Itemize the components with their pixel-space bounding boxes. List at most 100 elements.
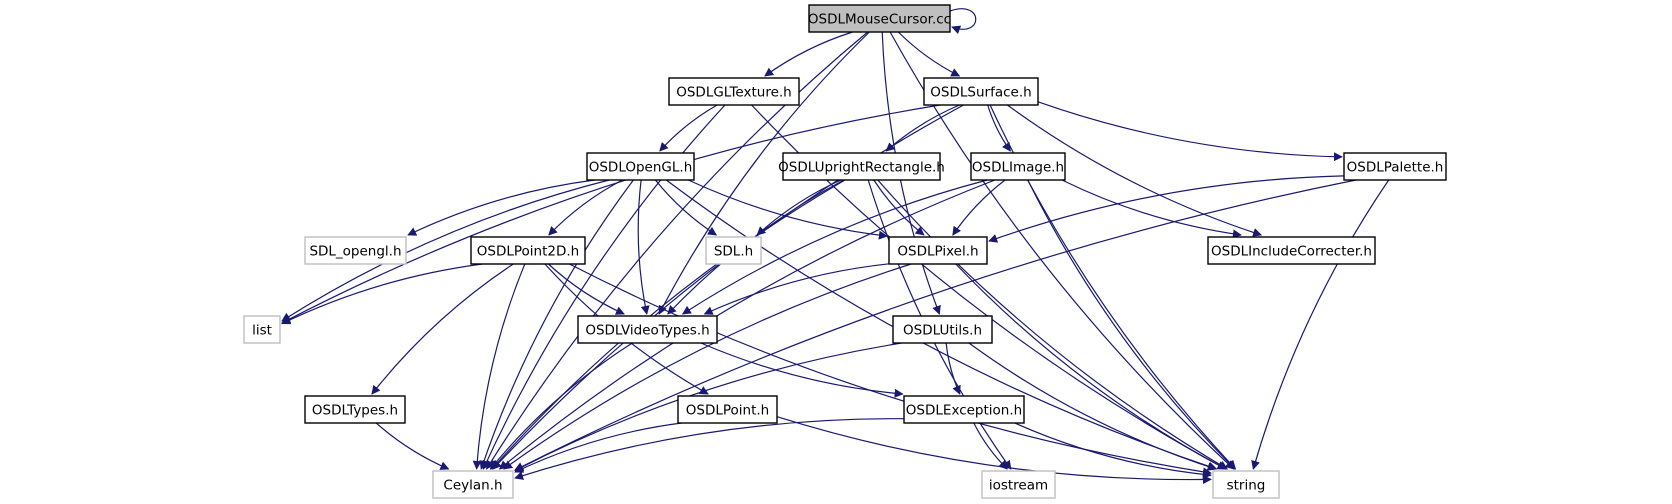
edge-upright-to-pixel xyxy=(873,179,925,236)
node-image[interactable]: OSDLImage.h xyxy=(970,152,1066,181)
node-label-sdlopengl: SDL_opengl.h xyxy=(309,244,401,260)
edge-upright-to-sdl xyxy=(756,179,842,236)
node-box-point2d[interactable] xyxy=(470,236,586,265)
edge-opengl-to-point2d xyxy=(548,179,623,236)
node-box-surface[interactable] xyxy=(923,77,1039,106)
node-sdlopengl: SDL_opengl.h xyxy=(304,236,407,265)
node-box-opengl[interactable] xyxy=(586,152,695,181)
edge-utils-to-ceylan xyxy=(514,342,902,472)
edge-upright-to-string xyxy=(877,179,1229,470)
node-box-palette[interactable] xyxy=(1343,152,1447,181)
node-types[interactable]: OSDLTypes.h xyxy=(304,395,406,424)
node-video[interactable]: OSDLVideoTypes.h xyxy=(577,315,718,344)
edge-palette-to-string xyxy=(1251,179,1390,470)
node-box-utils[interactable] xyxy=(892,315,993,344)
edge-image-to-pixel xyxy=(952,179,1006,236)
node-label-types: OSDLTypes.h xyxy=(312,403,398,419)
edge-gltex-to-opengl xyxy=(659,104,718,152)
node-box-types[interactable] xyxy=(304,395,406,424)
node-box-string xyxy=(1212,470,1280,499)
node-utils[interactable]: OSDLUtils.h xyxy=(892,315,993,344)
edge-exception-to-ceylan xyxy=(514,418,905,480)
node-label-mouse: OSDLMouseCursor.cc xyxy=(808,12,951,28)
node-label-pixel: OSDLPixel.h xyxy=(897,244,978,260)
node-box-image[interactable] xyxy=(970,152,1066,181)
edge-upright-to-ceylan xyxy=(491,179,846,470)
edge-surface-to-ceylan xyxy=(492,104,964,470)
node-box-incc[interactable] xyxy=(1207,236,1376,265)
node-label-palette: OSDLPalette.h xyxy=(1347,160,1444,176)
node-box-video[interactable] xyxy=(577,315,718,344)
node-label-string: string xyxy=(1227,478,1266,494)
node-sdl: SDL.h xyxy=(705,236,762,265)
node-mouse[interactable]: OSDLMouseCursor.cc xyxy=(808,4,951,33)
edge-image-to-incc xyxy=(1061,179,1242,239)
edge-opengl-to-string xyxy=(665,179,1218,471)
edge-utils-to-string xyxy=(968,342,1217,471)
node-surface[interactable]: OSDLSurface.h xyxy=(923,77,1039,106)
edge-pixel-to-string xyxy=(955,263,1227,470)
node-point2d[interactable]: OSDLPoint2D.h xyxy=(470,236,586,265)
node-box-gltex[interactable] xyxy=(668,77,800,106)
edge-point2d-to-list xyxy=(281,263,483,325)
node-label-incc: OSDLIncludeCorrecter.h xyxy=(1211,244,1372,260)
node-point[interactable]: OSDLPoint.h xyxy=(677,395,778,424)
edge-surface-to-palette xyxy=(1037,101,1343,162)
node-box-upright[interactable] xyxy=(782,152,941,181)
node-exception[interactable]: OSDLException.h xyxy=(903,395,1025,424)
edge-image-to-string xyxy=(1027,179,1236,470)
node-box-iostream xyxy=(981,470,1056,499)
edge-mouse-to-mouse xyxy=(949,8,977,35)
edge-mouse-to-ceylan xyxy=(485,31,869,470)
edge-mouse-to-surface xyxy=(897,31,961,77)
node-box-exception[interactable] xyxy=(903,395,1025,424)
node-label-video: OSDLVideoTypes.h xyxy=(585,323,709,339)
node-box-point[interactable] xyxy=(677,395,778,424)
edge-types-to-ceylan xyxy=(375,422,450,470)
node-label-sdl: SDL.h xyxy=(714,244,753,260)
node-label-upright: OSDLUprightRectangle.h xyxy=(778,160,945,176)
edge-exception-to-iostream xyxy=(973,422,1008,470)
edge-point2d-to-string xyxy=(569,263,1212,477)
node-label-opengl: OSDLOpenGL.h xyxy=(589,160,693,176)
edge-opengl-to-sdlopengl xyxy=(407,179,595,236)
edge-point2d-to-video xyxy=(547,263,625,315)
node-box-mouse[interactable] xyxy=(808,4,951,33)
node-label-point: OSDLPoint.h xyxy=(686,403,769,419)
edge-opengl-to-list xyxy=(281,179,610,322)
edge-point2d-to-ceylan xyxy=(472,263,526,470)
node-opengl[interactable]: OSDLOpenGL.h xyxy=(586,152,695,181)
node-gltex[interactable]: OSDLGLTexture.h xyxy=(668,77,800,106)
node-box-pixel[interactable] xyxy=(888,236,988,265)
edge-palette-to-pixel xyxy=(988,175,1345,243)
node-upright[interactable]: OSDLUprightRectangle.h xyxy=(778,152,945,181)
node-iostream: iostream xyxy=(981,470,1056,499)
edge-pixel-to-ceylan xyxy=(503,263,912,470)
edge-pixel-to-video xyxy=(703,263,890,315)
node-label-surface: OSDLSurface.h xyxy=(930,85,1031,101)
node-label-iostream: iostream xyxy=(989,478,1048,494)
node-palette[interactable]: OSDLPalette.h xyxy=(1343,152,1447,181)
edge-point2d-to-types xyxy=(371,263,514,395)
edge-image-to-ceylan xyxy=(498,179,996,470)
node-label-list: list xyxy=(252,323,272,339)
edge-point-to-string xyxy=(776,416,1212,485)
edge-video-to-exception xyxy=(700,342,904,398)
node-list: list xyxy=(243,315,281,344)
node-label-exception: OSDLException.h xyxy=(906,403,1022,419)
node-incc[interactable]: OSDLIncludeCorrecter.h xyxy=(1207,236,1376,265)
edge-mouse-to-gltex xyxy=(764,31,853,77)
edge-opengl-to-ceylan xyxy=(479,179,634,470)
edge-point-to-ceylan xyxy=(514,422,682,473)
edge-utils-to-exception xyxy=(945,342,961,395)
node-label-image: OSDLImage.h xyxy=(972,160,1064,176)
node-label-gltex: OSDLGLTexture.h xyxy=(676,85,792,101)
node-ceylan: Ceylan.h xyxy=(432,470,514,499)
edges-layer xyxy=(281,8,1390,485)
node-box-list xyxy=(243,315,281,344)
edge-video-to-ceylan xyxy=(489,342,633,470)
edge-opengl-to-video xyxy=(637,179,650,315)
edge-gltex-to-ceylan xyxy=(482,104,726,470)
node-pixel[interactable]: OSDLPixel.h xyxy=(888,236,988,265)
